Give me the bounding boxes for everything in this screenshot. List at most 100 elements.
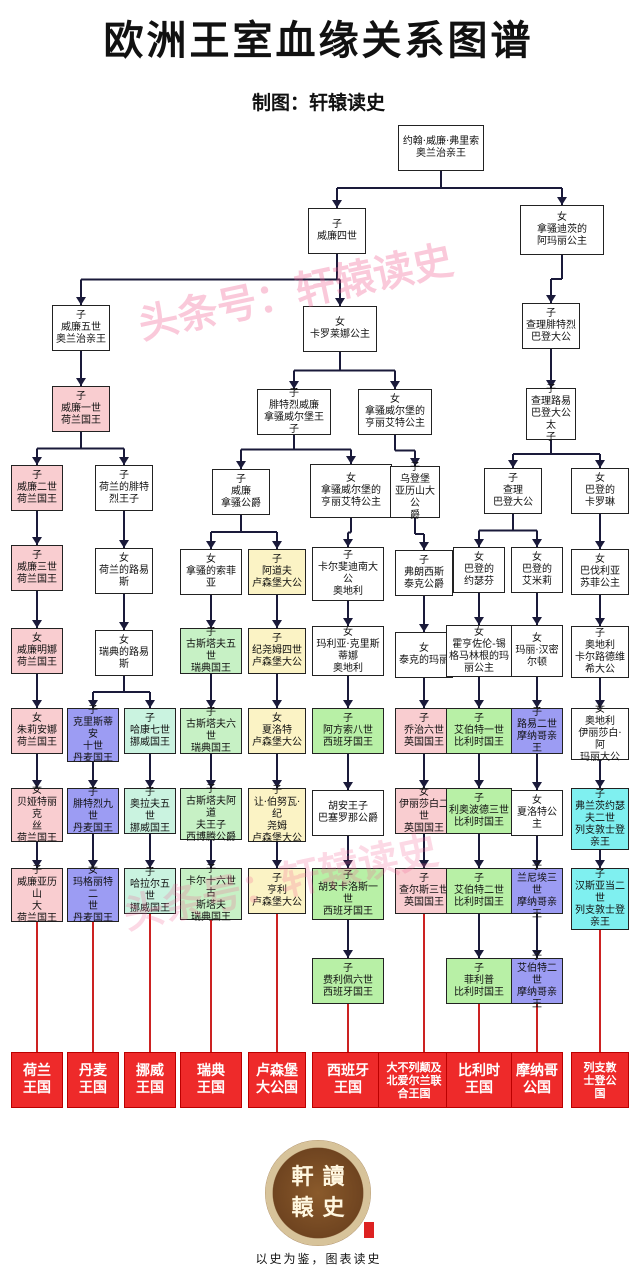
person-node-franzk: 子奥地利卡尔路德维希大公 xyxy=(571,626,629,678)
person-node-w2: 子威廉二世荷兰国王 xyxy=(11,465,63,511)
person-name-line: 荷兰的路易 xyxy=(99,565,149,576)
arrow-head xyxy=(32,457,42,465)
arrow-head xyxy=(557,197,567,205)
person-name-line: 威廉五世 xyxy=(61,322,101,333)
gender-label: 女 xyxy=(335,317,345,328)
arrow-head xyxy=(206,780,216,788)
person-name-line: 拿骚威尔堡王子 xyxy=(264,412,324,435)
gender-label: 子 xyxy=(206,864,216,875)
arrow-head xyxy=(206,860,216,868)
person-name-line: 威廉二世 xyxy=(17,482,57,493)
country-name: 瑞典 王国 xyxy=(197,1063,225,1096)
gender-label: 女 xyxy=(119,635,129,646)
country-box-uk: 大不列颠及 北爱尔兰联 合王国 xyxy=(378,1052,450,1108)
person-name-line: 查尔斯三世 xyxy=(399,885,449,896)
person-name-line: 奥地利 xyxy=(333,663,363,674)
person-name-line: 荷兰国王 xyxy=(61,415,101,426)
arrow-head xyxy=(343,860,353,868)
gender-label: 子 xyxy=(474,793,484,804)
arrow-head xyxy=(595,618,605,626)
person-name-line: 古斯塔夫五世 xyxy=(186,639,236,662)
arrow-head xyxy=(595,460,605,468)
arrow-head xyxy=(532,860,542,868)
arrow-head xyxy=(474,617,484,625)
person-name-line: 威廉一世 xyxy=(61,403,101,414)
arrow-head xyxy=(272,780,282,788)
person-name-line: 让·伯努瓦·纪 xyxy=(253,797,301,820)
arrow-head xyxy=(595,541,605,549)
gender-label: 女 xyxy=(532,633,542,644)
gender-label: 子 xyxy=(595,869,605,880)
person-name-line: 摩纳哥亲王 xyxy=(517,987,557,1010)
person-node-maria2: 女奥地利伊丽莎白·阿玛丽大公 xyxy=(571,704,629,763)
country-name: 列支敦 士登公 国 xyxy=(583,1060,617,1100)
country-box-es: 西班牙 王国 xyxy=(312,1052,384,1108)
person-name-line: 挪威国王 xyxy=(130,737,170,748)
arrow-head xyxy=(508,460,518,468)
person-name-line: 查理 xyxy=(503,485,523,496)
person-name-line: 玛格丽特二 xyxy=(73,877,113,900)
person-name-line: 卢森堡大公 xyxy=(252,833,302,844)
arrow-head xyxy=(474,700,484,708)
arrow-head xyxy=(76,378,86,386)
gender-label: 女 xyxy=(595,554,605,565)
arrow-head xyxy=(236,461,246,469)
logo-char: 讀 xyxy=(322,1165,345,1190)
country-box-nl: 荷兰 王国 xyxy=(11,1052,63,1108)
gender-label: 子 xyxy=(236,474,246,485)
arrow-head xyxy=(76,297,86,305)
person-name-line: 纪尧姆四世 xyxy=(252,645,302,656)
person-node-albert1: 子艾伯特一世比利时国王 xyxy=(446,708,512,754)
arrow-head xyxy=(474,539,484,547)
person-name-line: 比利时国王 xyxy=(454,817,504,828)
person-name-line: 汉斯亚当二 xyxy=(575,881,625,892)
gender-label: 子 xyxy=(32,550,42,561)
person-name-line: 斯 xyxy=(119,577,129,588)
person-node-emma: 女威廉明娜荷兰国王 xyxy=(11,628,63,674)
page-subtitle: 制图：轩辕读史 xyxy=(251,92,385,114)
person-node-henri: 子亨利卢森堡大公 xyxy=(248,868,306,914)
arrow-head xyxy=(474,780,484,788)
person-node-charlotte2: 女夏洛特公主 xyxy=(511,790,563,836)
arrow-head xyxy=(474,860,484,868)
person-name-line: 约瑟芬 xyxy=(464,576,494,587)
person-name-line: 乌登堡 xyxy=(400,474,430,485)
person-node-louise2: 女瑞典的路易斯 xyxy=(95,630,153,676)
person-node-c10: 子克里斯蒂安十世丹麦国王 xyxy=(67,705,119,764)
person-node-g6uk: 子乔治六世英国国王 xyxy=(395,708,453,754)
gender-label: 子 xyxy=(546,308,556,319)
person-node-elisabeth: 女巴伐利亚苏菲公主 xyxy=(571,549,629,595)
person-node-caroline: 女巴登的卡罗琳 xyxy=(571,468,629,514)
gender-label: 女 xyxy=(206,554,216,565)
person-name-line: 威廉三世 xyxy=(17,562,57,573)
arrow-head xyxy=(272,620,282,628)
person-name-line: 查理腓特烈 xyxy=(526,320,576,331)
person-name-line: 亲王 xyxy=(590,917,610,928)
person-name-line: 约翰·威廉·弗里索 xyxy=(402,136,480,147)
arrow-head xyxy=(532,950,542,958)
person-node-c16: 子卡尔十六世古斯塔夫瑞典国王 xyxy=(180,864,242,923)
country-name: 比利时 王国 xyxy=(458,1063,500,1096)
person-node-f6: 子费利佩六世西班牙国王 xyxy=(312,958,384,1004)
arrow-head xyxy=(88,780,98,788)
gender-label: 子 xyxy=(546,384,556,395)
person-name-line: 威廉亚历山 xyxy=(17,877,57,900)
country-box-be: 比利时 王国 xyxy=(446,1052,512,1108)
gender-label: 子 xyxy=(343,870,353,881)
red-seal-stamp xyxy=(364,1222,374,1238)
person-name-line: 古斯塔夫六世 xyxy=(186,719,236,742)
gender-label: 子 xyxy=(145,787,155,798)
person-node-jc1: 子胡安卡洛斯一世西班牙国王 xyxy=(312,868,384,920)
person-name-line: 世 xyxy=(88,901,98,912)
person-name-line: 丹麦国王 xyxy=(73,823,113,834)
person-name-line: 子 xyxy=(546,432,556,443)
person-name-line: 摩纳哥亲王 xyxy=(517,897,557,920)
person-node-cfp: 子查理腓特烈巴登大公 xyxy=(522,303,580,349)
person-name-line: 奥地利 xyxy=(585,640,615,651)
person-node-charlesl: 子查理路易巴登大公太子 xyxy=(526,384,576,443)
person-name-line: 哈康七世 xyxy=(130,725,170,736)
gender-label: 子 xyxy=(474,963,484,974)
person-name-line: 阿道夫 xyxy=(262,566,292,577)
gender-label: 女 xyxy=(532,795,542,806)
person-node-mary: 女泰克的玛丽 xyxy=(395,632,453,678)
